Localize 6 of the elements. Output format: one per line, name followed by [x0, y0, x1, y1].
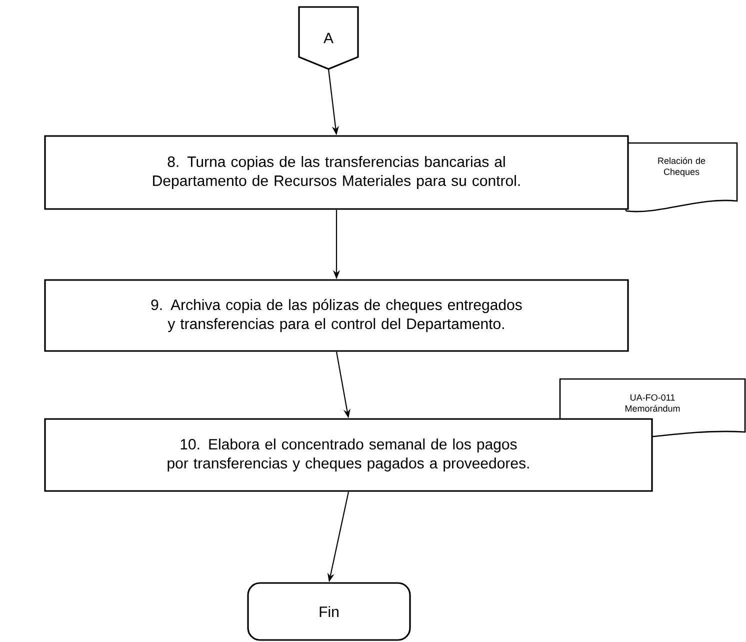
terminator-box: Fin [247, 582, 411, 641]
process-box: 8. Turna copias de las transferencias bancarias al Departamento de Recursos Materiales para su control. [44, 135, 629, 210]
process-box: 10. Elabora el concentrado semanal de los pagos por transferencias y cheques pagados a proveedores. [44, 418, 653, 492]
document-shape: Relación de Cheques [625, 142, 738, 212]
off-page-connector: A [298, 6, 359, 70]
process-box: 9. Archiva copia de las pólizas de cheques entregados y transferencias para el control del Departamento. [44, 279, 629, 352]
